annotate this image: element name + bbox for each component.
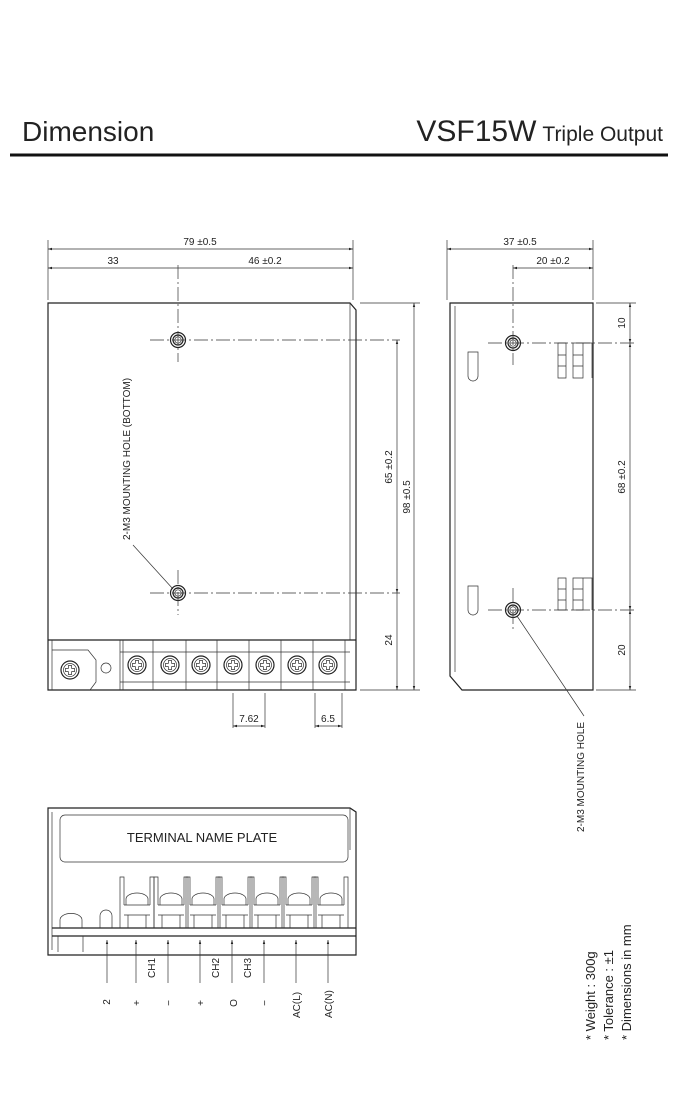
notes: * Weight : 300g * Tolerance : ±1 * Dimen… (583, 924, 634, 1040)
note-units: * Dimensions in mm (619, 924, 634, 1040)
terminal-screw-icon (191, 655, 211, 675)
terminal-label: 2 (102, 999, 113, 1005)
name-plate (59, 814, 349, 863)
dim-top-offset: 10 (617, 317, 628, 329)
terminal-leaders (105, 940, 330, 983)
terminal-screw-icon (255, 655, 275, 675)
led-indicator (100, 662, 112, 674)
dim-width-total: 79 ±0.5 (183, 237, 217, 248)
terminal-label: − (164, 1000, 175, 1006)
front-view: 79 ±0.5 33 46 ±0.2 65 ±0.2 98 ±0.5 24 7.… (47, 237, 420, 728)
side-view: 37 ±0.5 20 ±0.2 10 68 ±0.2 20 2-M3 MOUNT… (446, 237, 636, 832)
terminal-screw-icon (160, 655, 180, 675)
dim-depth-total: 37 ±0.5 (503, 237, 537, 248)
dim-side-hole-pitch: 68 ±0.2 (617, 460, 628, 494)
dim-depth-hole: 20 ±0.2 (536, 256, 570, 267)
bottom-terminals (119, 876, 349, 928)
terminal-label: AC(L) (292, 992, 303, 1018)
side-hole-label: 2-M3 MOUNTING HOLE (576, 722, 587, 832)
note-weight: * Weight : 300g (583, 951, 598, 1040)
dim-hole-pitch: 65 ±0.2 (384, 450, 395, 484)
page-title: Dimension (22, 116, 154, 147)
terminal-label: − (260, 1000, 271, 1006)
dim-bottom-offset: 24 (384, 634, 395, 646)
model-subtitle: Triple Output (542, 123, 663, 146)
name-plate-label: TERMINAL NAME PLATE (127, 830, 278, 845)
model-name: VSF15W (416, 115, 537, 148)
terminal-label: + (132, 1000, 143, 1006)
dim-height-total: 98 ±0.5 (402, 480, 413, 514)
terminal-screw-icon (287, 655, 307, 675)
note-tolerance: * Tolerance : ±1 (601, 950, 616, 1040)
dim-terminal-pitch: 7.62 (239, 714, 259, 725)
terminal-screw-icon (318, 655, 338, 675)
terminal-screw-icon (127, 655, 147, 675)
terminal-label: AC(N) (324, 990, 335, 1018)
channel-label-ch2: CH2 (211, 958, 222, 978)
front-hole-label: 2-M3 MOUNTING HOLE (BOTTOM) (122, 378, 133, 540)
dim-terminal-edge: 6.5 (321, 714, 335, 725)
terminal-block (120, 640, 350, 690)
channel-label-ch1: CH1 (147, 958, 158, 978)
terminal-screw-icon (223, 655, 243, 675)
dim-width-left: 33 (107, 256, 119, 267)
terminal-label: + (196, 1000, 207, 1006)
dim-width-right: 46 ±0.2 (248, 256, 282, 267)
terminal-label: O (229, 999, 240, 1007)
bottom-view: TERMINAL NAME PLATE CH1 CH2 CH3 2 (47, 807, 357, 1018)
channel-label-ch3: CH3 (243, 958, 254, 978)
ground-screw-icon (60, 660, 80, 680)
dim-side-bottom-offset: 20 (617, 644, 628, 656)
